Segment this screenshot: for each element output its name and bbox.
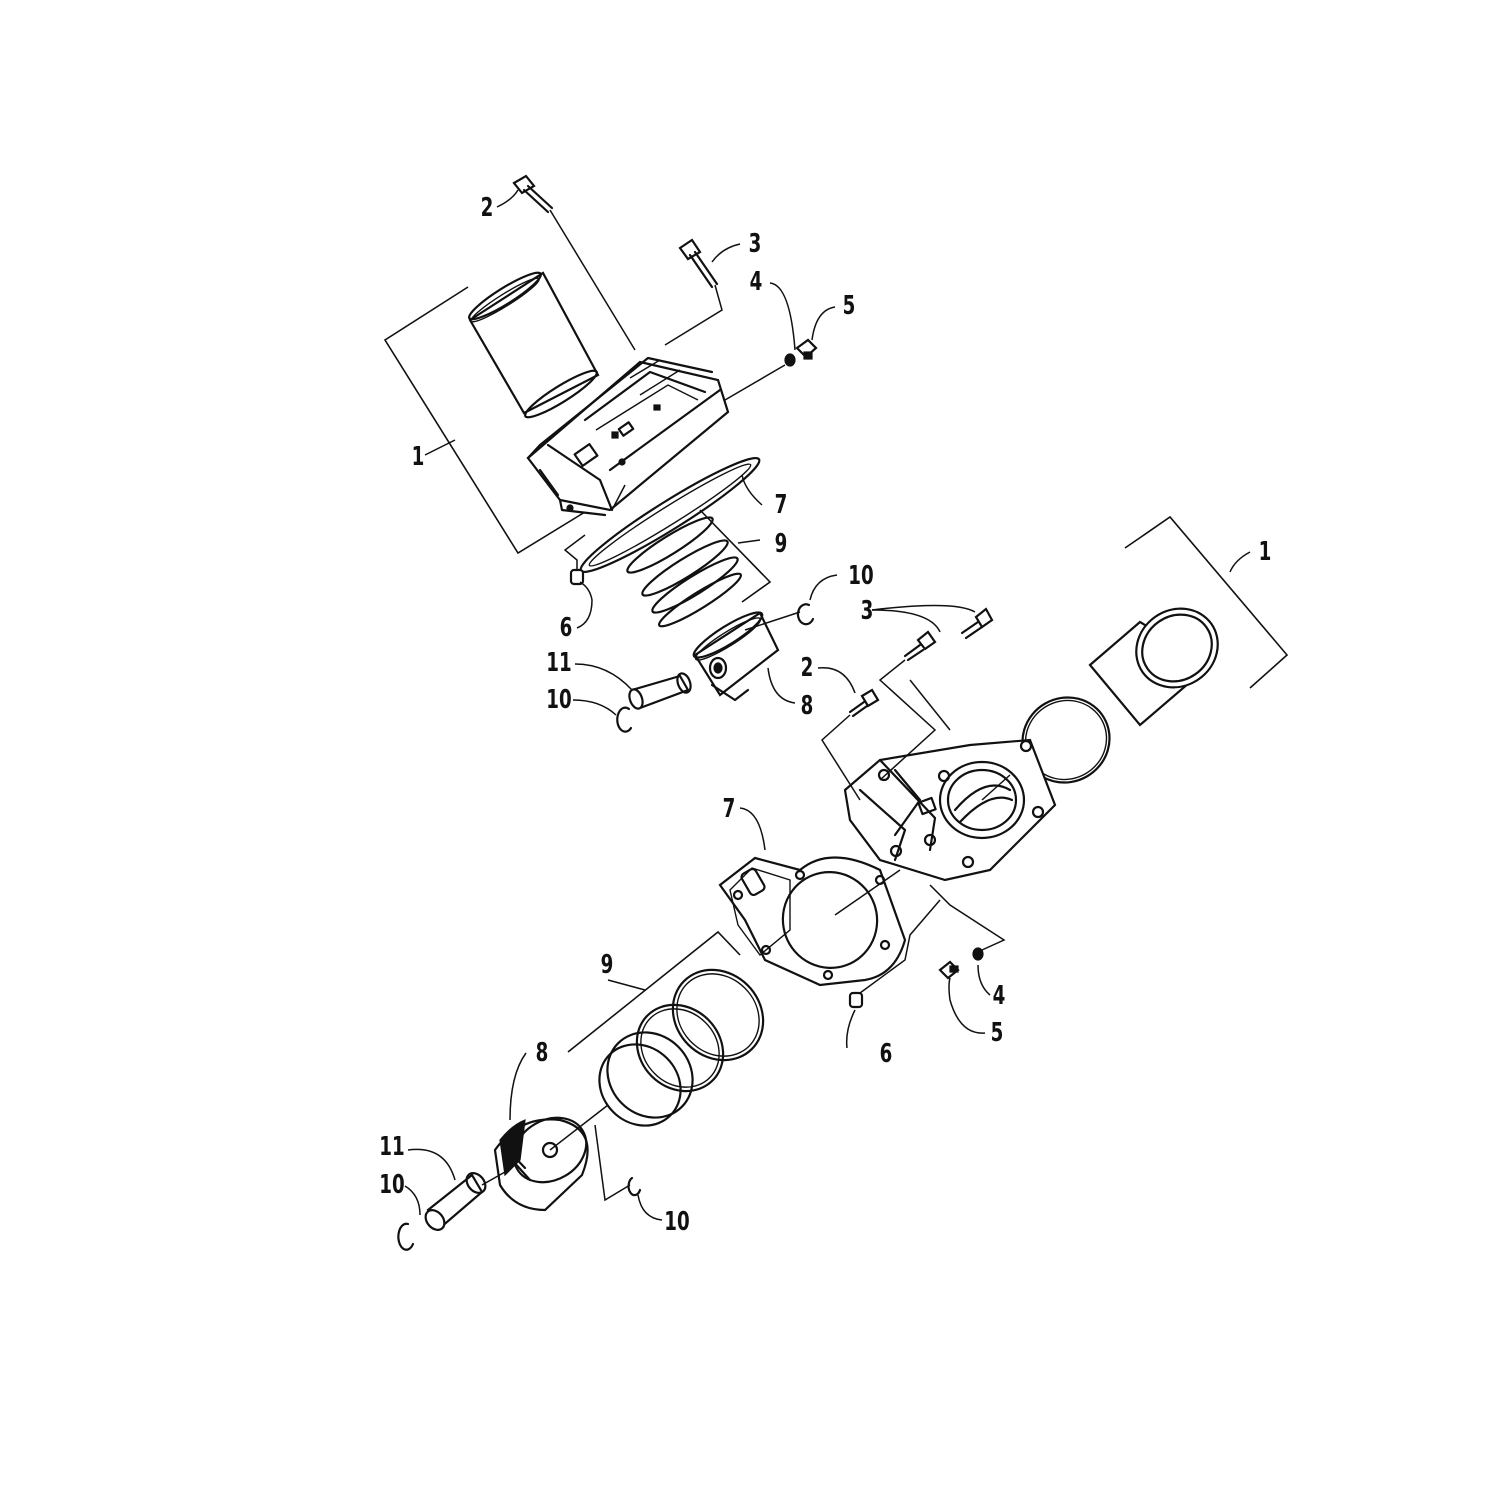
lower-callout-11: 11: [379, 1132, 405, 1162]
lower-callout-2: 2: [800, 653, 814, 683]
upper-callout-7: 7: [774, 490, 788, 520]
lower-callout-9: 9: [600, 950, 614, 980]
upper-callout-11: 11: [546, 648, 572, 678]
upper-callout-9: 9: [774, 529, 788, 559]
upper-assembly: [383, 174, 838, 733]
upper-callout-3: 3: [748, 229, 762, 259]
upper-part-10-circlip-left: [616, 706, 633, 733]
lower-part-6-dowel: [848, 899, 941, 1009]
upper-callout-8: 8: [800, 691, 814, 721]
upper-callout-2: 2: [480, 193, 494, 223]
upper-part-5-plug: [795, 338, 818, 360]
lower-callout-4: 4: [992, 981, 1006, 1011]
upper-part-1-bracket: [383, 286, 586, 555]
lower-callout-8: 8: [535, 1038, 549, 1068]
lower-part-9-piston-rings: [567, 930, 765, 1127]
upper-callout-10-left: 10: [546, 685, 572, 715]
lower-callout-7: 7: [722, 794, 736, 824]
lower-part-10-circlip-right: [627, 1176, 642, 1197]
upper-callout-1: 1: [411, 442, 425, 472]
upper-part-3-bolt: [664, 238, 723, 346]
upper-callout-6: 6: [559, 613, 573, 643]
lower-part-8-piston: [493, 1104, 631, 1212]
lower-part-1-bracket: [1124, 515, 1289, 689]
upper-callout-10-right: 10: [848, 561, 874, 591]
upper-callout-4: 4: [749, 267, 763, 297]
upper-part-4-washer: [784, 353, 796, 367]
lower-part-3-bolt-b: [960, 607, 994, 640]
lower-part-4-washer: [929, 884, 1006, 961]
lower-part-7-head-gasket: [718, 856, 907, 987]
lower-callout-10-right: 10: [664, 1207, 690, 1237]
lower-part-10-circlip-left: [397, 1222, 415, 1251]
lower-callout-1: 1: [1258, 537, 1272, 567]
lower-callout-6: 6: [879, 1039, 893, 1069]
lower-part-11-wrist-pin: [424, 1171, 506, 1231]
upper-part-9-piston-rings: [626, 509, 772, 628]
lower-cylinder-sleeve: [1088, 607, 1219, 727]
upper-part-6-dowel: [563, 534, 586, 586]
lower-part-3-bolt-a: [903, 630, 937, 662]
upper-part-10-circlip-right: [796, 603, 815, 626]
lower-cylinder-block: [843, 738, 1057, 882]
upper-part-11-wrist-pin: [628, 672, 692, 710]
upper-cylinder-sleeve: [468, 271, 600, 419]
upper-part-2-long-bolt: [512, 174, 636, 351]
upper-part-8-piston: [692, 611, 801, 702]
lower-part-2-bolt: [848, 688, 880, 718]
lower-part-5-bolt: [938, 960, 960, 980]
upper-callout-5: 5: [842, 291, 856, 321]
lower-callout-3: 3: [860, 596, 874, 626]
lower-callout-5: 5: [990, 1018, 1004, 1048]
upper-cylinder-block: [526, 356, 730, 517]
lower-assembly: [397, 515, 1289, 1251]
lower-callout-10-left: 10: [379, 1170, 405, 1200]
